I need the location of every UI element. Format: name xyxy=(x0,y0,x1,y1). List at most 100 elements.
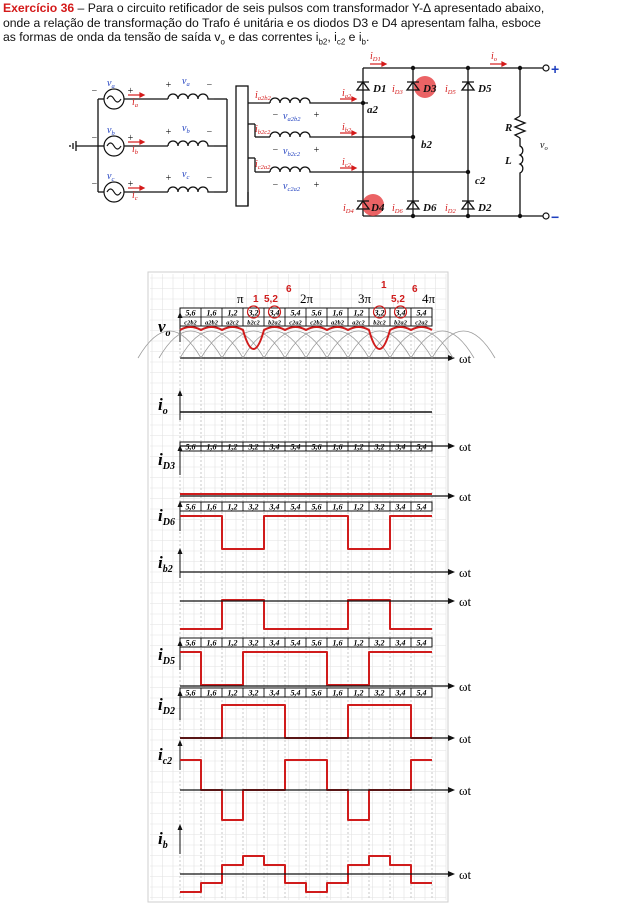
iD3-label: i xyxy=(392,84,395,95)
inductor-icon xyxy=(518,138,524,181)
panel-label-ic2: ic2 xyxy=(158,745,172,767)
svg-text:iD6: iD6 xyxy=(392,203,403,215)
svg-text:vb: vb xyxy=(182,123,190,135)
hand-note-5: 5,2 xyxy=(391,294,405,305)
panel-label-ib2: ib2 xyxy=(158,553,173,575)
axis-arrow-iD5-icon xyxy=(448,683,455,689)
phase-arc xyxy=(137,330,202,359)
resistor-label: R xyxy=(504,122,512,134)
svg-text:iD4: iD4 xyxy=(343,203,354,215)
svg-text:+: + xyxy=(165,127,172,138)
seq-number-4-0: 5,6 xyxy=(186,689,196,698)
seq-number-3-1: 1,6 xyxy=(207,639,217,648)
vp-b-sub: b xyxy=(186,128,190,135)
seq-number-2-10: 3,4 xyxy=(395,503,406,512)
axis-arrow-iD6-icon xyxy=(448,569,455,575)
i-c2a2-label: i xyxy=(255,159,258,170)
ac-source-a-icon xyxy=(103,88,125,110)
diode-d2-icon xyxy=(460,199,476,210)
vs-a-label: v xyxy=(107,78,112,89)
seq-number-0-9: 3,2 xyxy=(374,309,385,318)
axis-label-io: ωt xyxy=(459,439,472,454)
phase-arc xyxy=(221,330,286,359)
diode-d1-icon xyxy=(355,80,371,91)
statement-text-3b: e das correntes i xyxy=(224,30,319,44)
phase-arc xyxy=(389,330,454,359)
seq-number-1-0: 5,6 xyxy=(186,443,196,452)
sine-a-icon xyxy=(106,95,122,103)
i-a2b2-label: i xyxy=(255,90,258,101)
seq-voltage-9: b2c2 xyxy=(373,320,386,327)
panel-label-iD3: iD3 xyxy=(158,450,175,472)
seq-number-4-3: 3,2 xyxy=(248,689,259,698)
rectifier-circuit-diagram: −+ va ia −+ vb ib −+ vc ic +− va +− vb +… xyxy=(69,51,559,225)
svg-text:vc: vc xyxy=(107,171,114,183)
primary-coils xyxy=(167,93,330,193)
ia2-label: i xyxy=(342,88,345,99)
svg-text:ib2c2: ib2c2 xyxy=(255,124,271,136)
hand-note-6: 6 xyxy=(412,284,418,295)
seq-number-4-2: 1,2 xyxy=(228,689,238,698)
sine-c-icon xyxy=(106,188,122,196)
svg-text:+: + xyxy=(313,110,320,121)
seq-voltage-6: c2b2 xyxy=(310,320,323,327)
d2-label: D2 xyxy=(477,202,492,214)
diode-d6-icon xyxy=(405,199,421,210)
handwritten-notes: 1 5,2 6 1 5,2 6 xyxy=(253,280,418,305)
d4-label: D4 xyxy=(370,202,385,214)
diode-d4-icon xyxy=(355,199,371,210)
phase-arc xyxy=(284,330,349,359)
statement-line-2: onde a relação de transformação do Trafo… xyxy=(3,15,541,30)
phase-arc xyxy=(431,330,496,359)
iD6-sub: D6 xyxy=(394,208,404,215)
io-label: i xyxy=(491,51,494,62)
node-a2-label: a2 xyxy=(367,104,379,116)
svg-text:iD5: iD5 xyxy=(445,84,456,96)
panel-label-io: io xyxy=(158,395,168,417)
ia-sub: a xyxy=(135,102,138,109)
svg-text:ic: ic xyxy=(132,190,138,202)
seq-number-0-2: 1,2 xyxy=(228,309,238,318)
seq-number-2-9: 3,2 xyxy=(374,503,385,512)
ic2-sub: c2 xyxy=(345,162,352,169)
vp-c-sub: c xyxy=(186,174,189,181)
phase-arc xyxy=(326,330,391,359)
vo-circuit-sub: o xyxy=(544,145,548,152)
phase-arc xyxy=(410,330,475,359)
seq-number-0-7: 1,6 xyxy=(333,309,343,318)
angle-2pi: 2π xyxy=(300,291,314,306)
axis-label-iD2: ωt xyxy=(459,731,472,746)
vp-b-label: v xyxy=(182,123,187,134)
ib-sub: b xyxy=(135,149,139,156)
v-c2a2-label: v xyxy=(283,181,288,192)
iD5-sub: D5 xyxy=(447,89,457,96)
sub-o: o xyxy=(220,37,225,47)
waveform-vo xyxy=(179,326,433,350)
svg-text:ib: ib xyxy=(132,144,139,156)
svg-text:va2b2: va2b2 xyxy=(283,111,301,123)
diode-d5-icon xyxy=(460,80,476,91)
inductor-label: L xyxy=(504,155,512,167)
problem-statement: Exercício 36 – Para o circuito retificad… xyxy=(3,1,629,50)
axis-label-iD5: ωt xyxy=(459,679,472,694)
axis-label-iD6: ωt xyxy=(459,565,472,580)
seq-number-1-10: 3,4 xyxy=(395,443,406,452)
chart-grid xyxy=(150,274,447,900)
ia-label: i xyxy=(132,97,135,108)
waveform-iD5 xyxy=(180,651,432,686)
waveform-panels: voωtioωtiD3ωtiD6ωtib2ωtiD5ωtiD2ωtic2ωtib… xyxy=(137,305,496,893)
svg-text:−: − xyxy=(91,86,98,97)
seq-number-4-5: 5,4 xyxy=(291,689,301,698)
axis-arrow-ic2-icon xyxy=(448,787,455,793)
terminal-minus-icon xyxy=(542,212,550,220)
v-b2c2-sub: b2c2 xyxy=(287,151,300,158)
hand-note-1: 1 xyxy=(253,294,259,305)
node-b2-label: b2 xyxy=(421,139,433,151)
svg-text:ib2: ib2 xyxy=(342,122,352,134)
seq-voltage-0: c2b2 xyxy=(184,320,197,327)
iD2-label: i xyxy=(445,203,448,214)
iD4-sub: D4 xyxy=(345,208,355,215)
phase-arc xyxy=(179,330,244,359)
seq-number-2-11: 5,4 xyxy=(417,503,427,512)
hand-note-2: 5,2 xyxy=(264,294,278,305)
